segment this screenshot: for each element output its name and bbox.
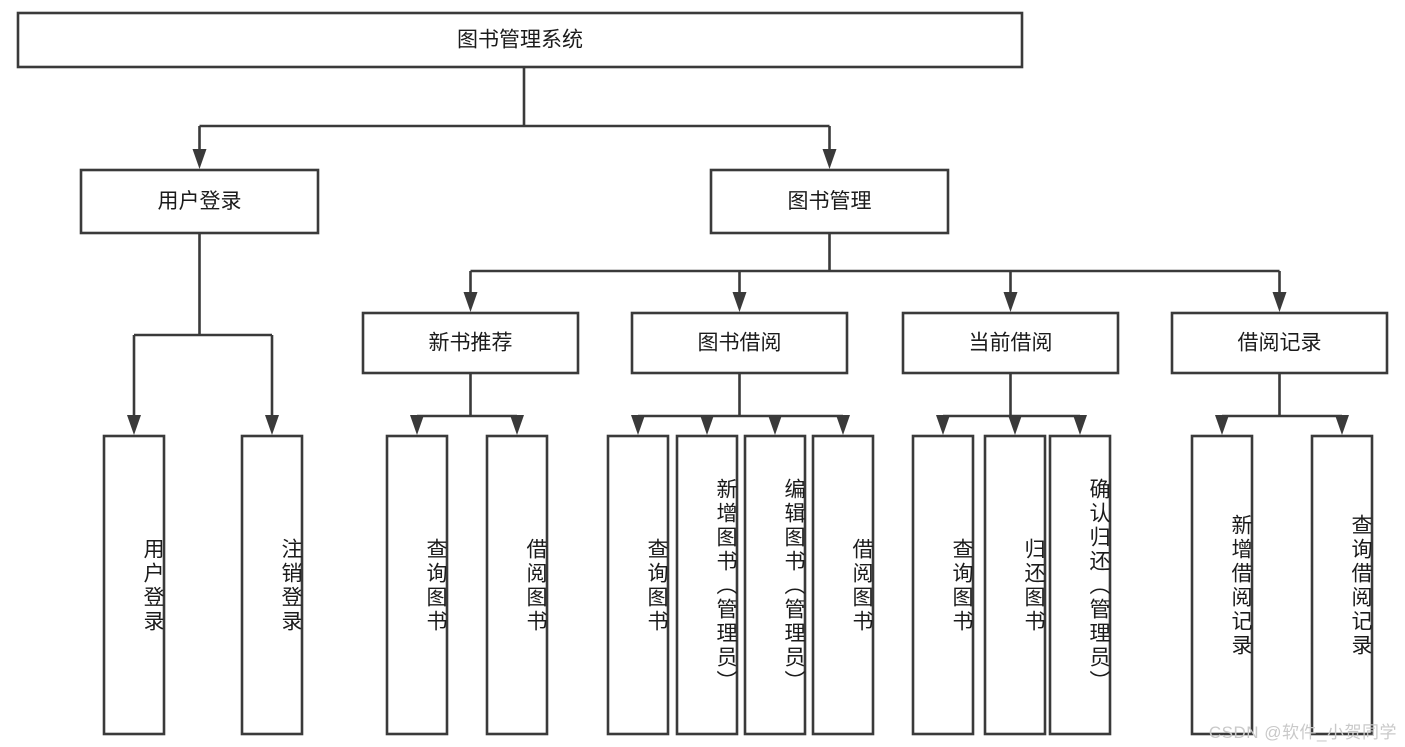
node-leaf-1[interactable] bbox=[240, 434, 304, 736]
arrow-head-icon bbox=[510, 415, 524, 435]
node-leaf-9[interactable] bbox=[983, 434, 1047, 736]
node-root-system[interactable] bbox=[16, 11, 1024, 69]
node-leaf-6[interactable] bbox=[743, 434, 807, 736]
node-leaf-7[interactable] bbox=[811, 434, 875, 736]
arrow-head-icon bbox=[1008, 415, 1022, 435]
arrow-head-icon bbox=[631, 415, 645, 435]
node-leaf-0[interactable] bbox=[102, 434, 166, 736]
node-leaf-12[interactable] bbox=[1310, 434, 1374, 736]
node-leaf-8[interactable] bbox=[911, 434, 975, 736]
node-leaf-4[interactable] bbox=[606, 434, 670, 736]
node-level3-0[interactable] bbox=[361, 311, 580, 375]
arrow-head-icon bbox=[127, 415, 141, 435]
node-level3-2[interactable] bbox=[901, 311, 1120, 375]
arrow-head-icon bbox=[192, 149, 207, 169]
arrow-head-icon bbox=[1073, 415, 1087, 435]
node-leaf-3[interactable] bbox=[485, 434, 549, 736]
arrow-head-icon bbox=[936, 415, 950, 435]
arrow-head-icon bbox=[1335, 415, 1349, 435]
node-leaf-11[interactable] bbox=[1190, 434, 1254, 736]
arrow-head-icon bbox=[700, 415, 714, 435]
arrow-head-icon bbox=[410, 415, 424, 435]
node-level3-1[interactable] bbox=[630, 311, 849, 375]
node-box-layer bbox=[16, 11, 1389, 736]
node-leaf-10[interactable] bbox=[1048, 434, 1112, 736]
node-level2-1[interactable] bbox=[709, 168, 950, 235]
arrow-head-icon bbox=[836, 415, 850, 435]
arrow-head-icon bbox=[265, 415, 279, 435]
node-level2-0[interactable] bbox=[79, 168, 320, 235]
node-level3-3[interactable] bbox=[1170, 311, 1389, 375]
arrow-head-icon bbox=[463, 292, 478, 312]
node-leaf-2[interactable] bbox=[385, 434, 449, 736]
node-label-level3-2: 当前借阅 bbox=[969, 332, 1053, 355]
node-leaf-5[interactable] bbox=[675, 434, 739, 736]
arrow-head-icon bbox=[1272, 292, 1287, 312]
arrow-head-icon bbox=[1003, 292, 1018, 312]
connector-layer bbox=[127, 67, 1349, 435]
arrow-head-icon bbox=[732, 292, 747, 312]
arrow-head-icon bbox=[1215, 415, 1229, 435]
node-label-level3-1: 图书借阅 bbox=[698, 332, 782, 355]
node-label-root-system: 图书管理系统 bbox=[457, 29, 583, 52]
node-label-level3-3: 借阅记录 bbox=[1238, 332, 1322, 355]
csdn-watermark: CSDN @软件_小贺同学 bbox=[1208, 723, 1397, 742]
arrow-head-icon bbox=[768, 415, 782, 435]
node-label-level2-1: 图书管理 bbox=[788, 190, 872, 213]
arrow-head-icon bbox=[822, 149, 837, 169]
node-label-level3-0: 新书推荐 bbox=[429, 332, 513, 355]
node-label-level2-0: 用户登录 bbox=[158, 190, 242, 213]
